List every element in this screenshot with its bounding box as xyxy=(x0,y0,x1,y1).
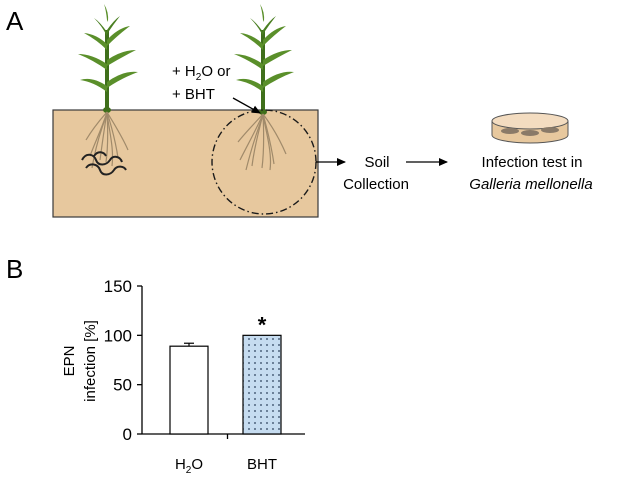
nematodes xyxy=(81,151,127,176)
treatment-label-line2: + BHT xyxy=(172,86,215,103)
plant-left xyxy=(78,4,138,113)
treatment-arrow xyxy=(232,97,261,114)
treatment-label-line1: + H2O or xyxy=(172,63,231,83)
bar-h2o xyxy=(169,345,209,435)
y-tick-label-0: 0 xyxy=(123,425,132,444)
plant-left-node xyxy=(103,107,111,113)
y-tick-label-100: 100 xyxy=(104,326,132,345)
petri-dish-icon xyxy=(491,112,569,144)
bar-chart: 0 50 100 150 * xyxy=(104,277,305,444)
x-tick-label-bht: BHT xyxy=(247,456,277,473)
step-test-line2: Galleria mellonella xyxy=(469,176,592,193)
panel-b-label: B xyxy=(6,254,23,284)
y-tick-label-150: 150 xyxy=(104,277,132,296)
step-test-line1: Infection test in xyxy=(482,154,583,171)
x-tick-label-h2o: H2O xyxy=(175,456,203,476)
y-tick-label-50: 50 xyxy=(113,376,132,395)
panel-a-label: A xyxy=(6,6,24,36)
larva-3 xyxy=(541,127,559,133)
y-axis-label-line1: EPN xyxy=(61,346,78,377)
significance-star: * xyxy=(258,312,267,337)
plant-right xyxy=(234,4,294,115)
step-soil-line2: Collection xyxy=(343,176,409,193)
roots-right xyxy=(237,113,287,171)
step-soil-line1: Soil xyxy=(364,154,389,171)
y-axis-label-line2: infection [%] xyxy=(82,320,99,402)
plant-right-node xyxy=(259,109,267,115)
larva-1 xyxy=(501,128,519,134)
bar-bht xyxy=(242,334,282,435)
larva-2 xyxy=(521,130,539,136)
